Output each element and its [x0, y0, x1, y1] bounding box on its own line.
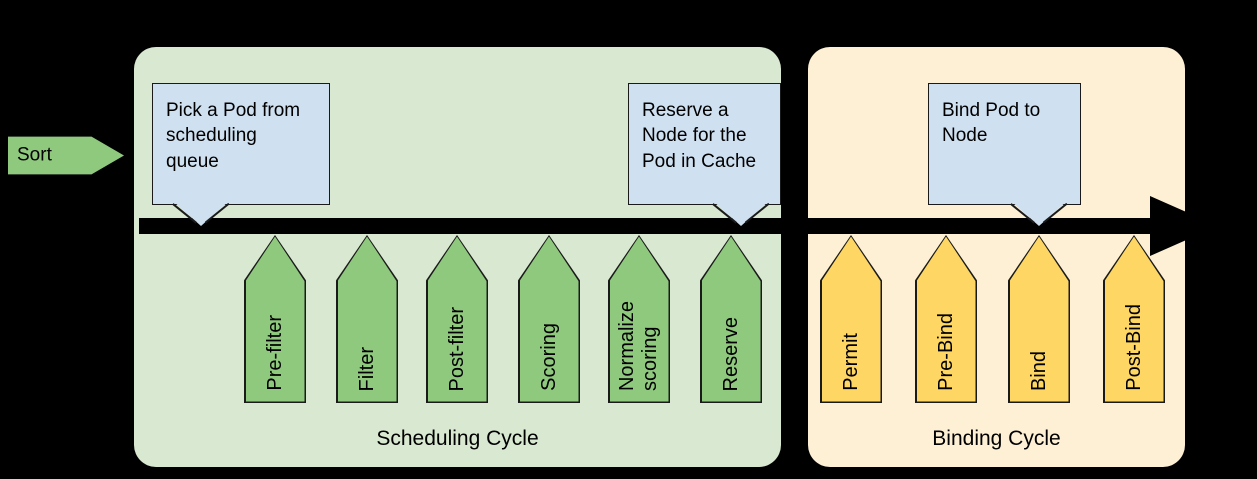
- plugin-post-filter: Post-filter: [426, 235, 488, 403]
- plugin-label: Post-filter: [445, 306, 468, 391]
- plugin-pre-filter: Pre-filter: [244, 235, 306, 403]
- plugin-scoring: Scoring: [518, 235, 580, 403]
- plugin-filter: Filter: [336, 235, 398, 403]
- plugin-label: Scoring: [537, 323, 560, 391]
- plugin-label-wrap: Scoring: [518, 241, 580, 391]
- callout-pick-text: Pick a Pod from scheduling queue: [166, 100, 301, 172]
- plugin-label-wrap: Permit: [820, 241, 882, 391]
- plugin-label-wrap: Pre-filter: [244, 241, 306, 391]
- callout-tail: [1010, 201, 1068, 226]
- timeline-bar: [139, 218, 1159, 234]
- plugin-permit: Permit: [820, 235, 882, 403]
- plugin-label-wrap: Post-Bind: [1103, 241, 1165, 391]
- callout-bind-pod: Bind Pod to Node: [928, 83, 1081, 226]
- callout-reserve-node: Reserve a Node for the Pod in Cache: [628, 83, 781, 226]
- callout-tail-fill: [1011, 201, 1067, 226]
- plugin-label: Pre-filter: [263, 315, 286, 391]
- callout-pick-a-pod: Pick a Pod from scheduling queue: [152, 83, 330, 226]
- callout-reserve-text: Reserve a Node for the Pod in Cache: [642, 100, 757, 172]
- callout-tail-fill: [713, 201, 769, 226]
- plugin-label: Filter: [355, 346, 378, 391]
- plugin-label: Post-Bind: [1122, 304, 1145, 391]
- binding-cycle-label: Binding Cycle: [932, 427, 1061, 450]
- plugin-label-wrap: Filter: [336, 241, 398, 391]
- sort-label: Sort: [17, 144, 52, 166]
- plugin-label-wrap: Pre-Bind: [915, 241, 977, 391]
- sort-stage-arrow: Sort: [8, 133, 124, 178]
- plugin-label-wrap: Reserve: [700, 241, 762, 391]
- plugin-reserve: Reserve: [700, 235, 762, 403]
- scheduling-cycle-label: Scheduling Cycle: [376, 427, 539, 450]
- plugin-label-wrap: Post-filter: [426, 241, 488, 391]
- callout-tail-fill: [173, 201, 229, 226]
- plugin-label-wrap: Normalize scoring: [608, 241, 670, 391]
- plugin-pre-bind: Pre-Bind: [915, 235, 977, 403]
- plugin-label: Normalize scoring: [616, 300, 661, 391]
- plugin-post-bind: Post-Bind: [1103, 235, 1165, 403]
- plugin-label: Pre-Bind: [934, 313, 957, 391]
- plugin-bind: Bind: [1008, 235, 1070, 403]
- plugin-label: Reserve: [719, 316, 742, 391]
- plugin-normalize-scoring: Normalize scoring: [608, 235, 670, 403]
- callout-bind-text: Bind Pod to Node: [942, 100, 1041, 147]
- plugin-label: Permit: [839, 333, 862, 391]
- callout-tail: [172, 201, 230, 226]
- plugin-label: Bind: [1027, 350, 1050, 391]
- callout-tail: [712, 201, 770, 226]
- plugin-label-wrap: Bind: [1008, 241, 1070, 391]
